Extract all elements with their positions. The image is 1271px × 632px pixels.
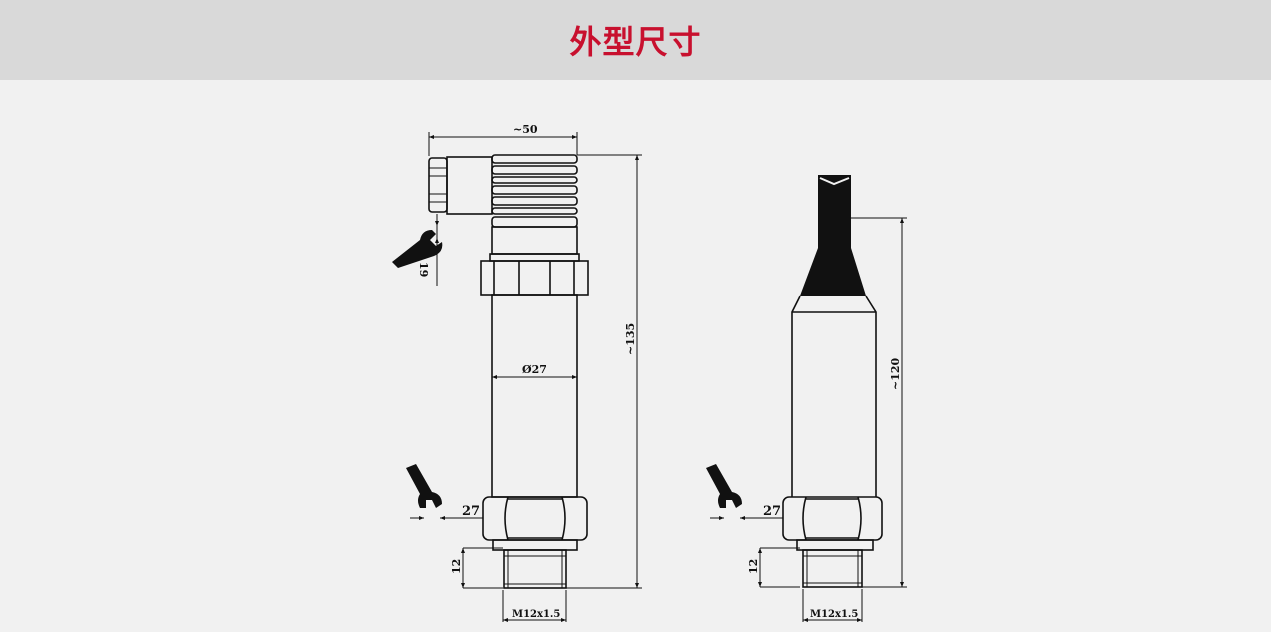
wrench-icon [392, 230, 443, 268]
hex-size-label: 27 [462, 504, 480, 519]
wrench-size-label: 19 [417, 262, 430, 277]
thread-length-label: 12 [450, 559, 463, 574]
wrench-icon [706, 464, 742, 508]
thread-length-label: 12 [747, 559, 760, 574]
section-title: 外型尺寸 [569, 23, 702, 61]
transmitter-with-cable [706, 175, 883, 588]
width-label: ~50 [513, 123, 538, 136]
diameter-label: Ø27 [522, 363, 547, 376]
wrench-icon [406, 464, 442, 508]
thread-label: M12x1.5 [512, 609, 560, 620]
hex-size-label: 27 [763, 504, 781, 519]
height-label: ~120 [889, 357, 902, 390]
height-label: ~135 [624, 323, 637, 355]
section-header: 外型尺寸 [0, 0, 1271, 80]
thread-label: M12x1.5 [810, 609, 858, 620]
transmitter-with-din-connector [392, 154, 589, 589]
